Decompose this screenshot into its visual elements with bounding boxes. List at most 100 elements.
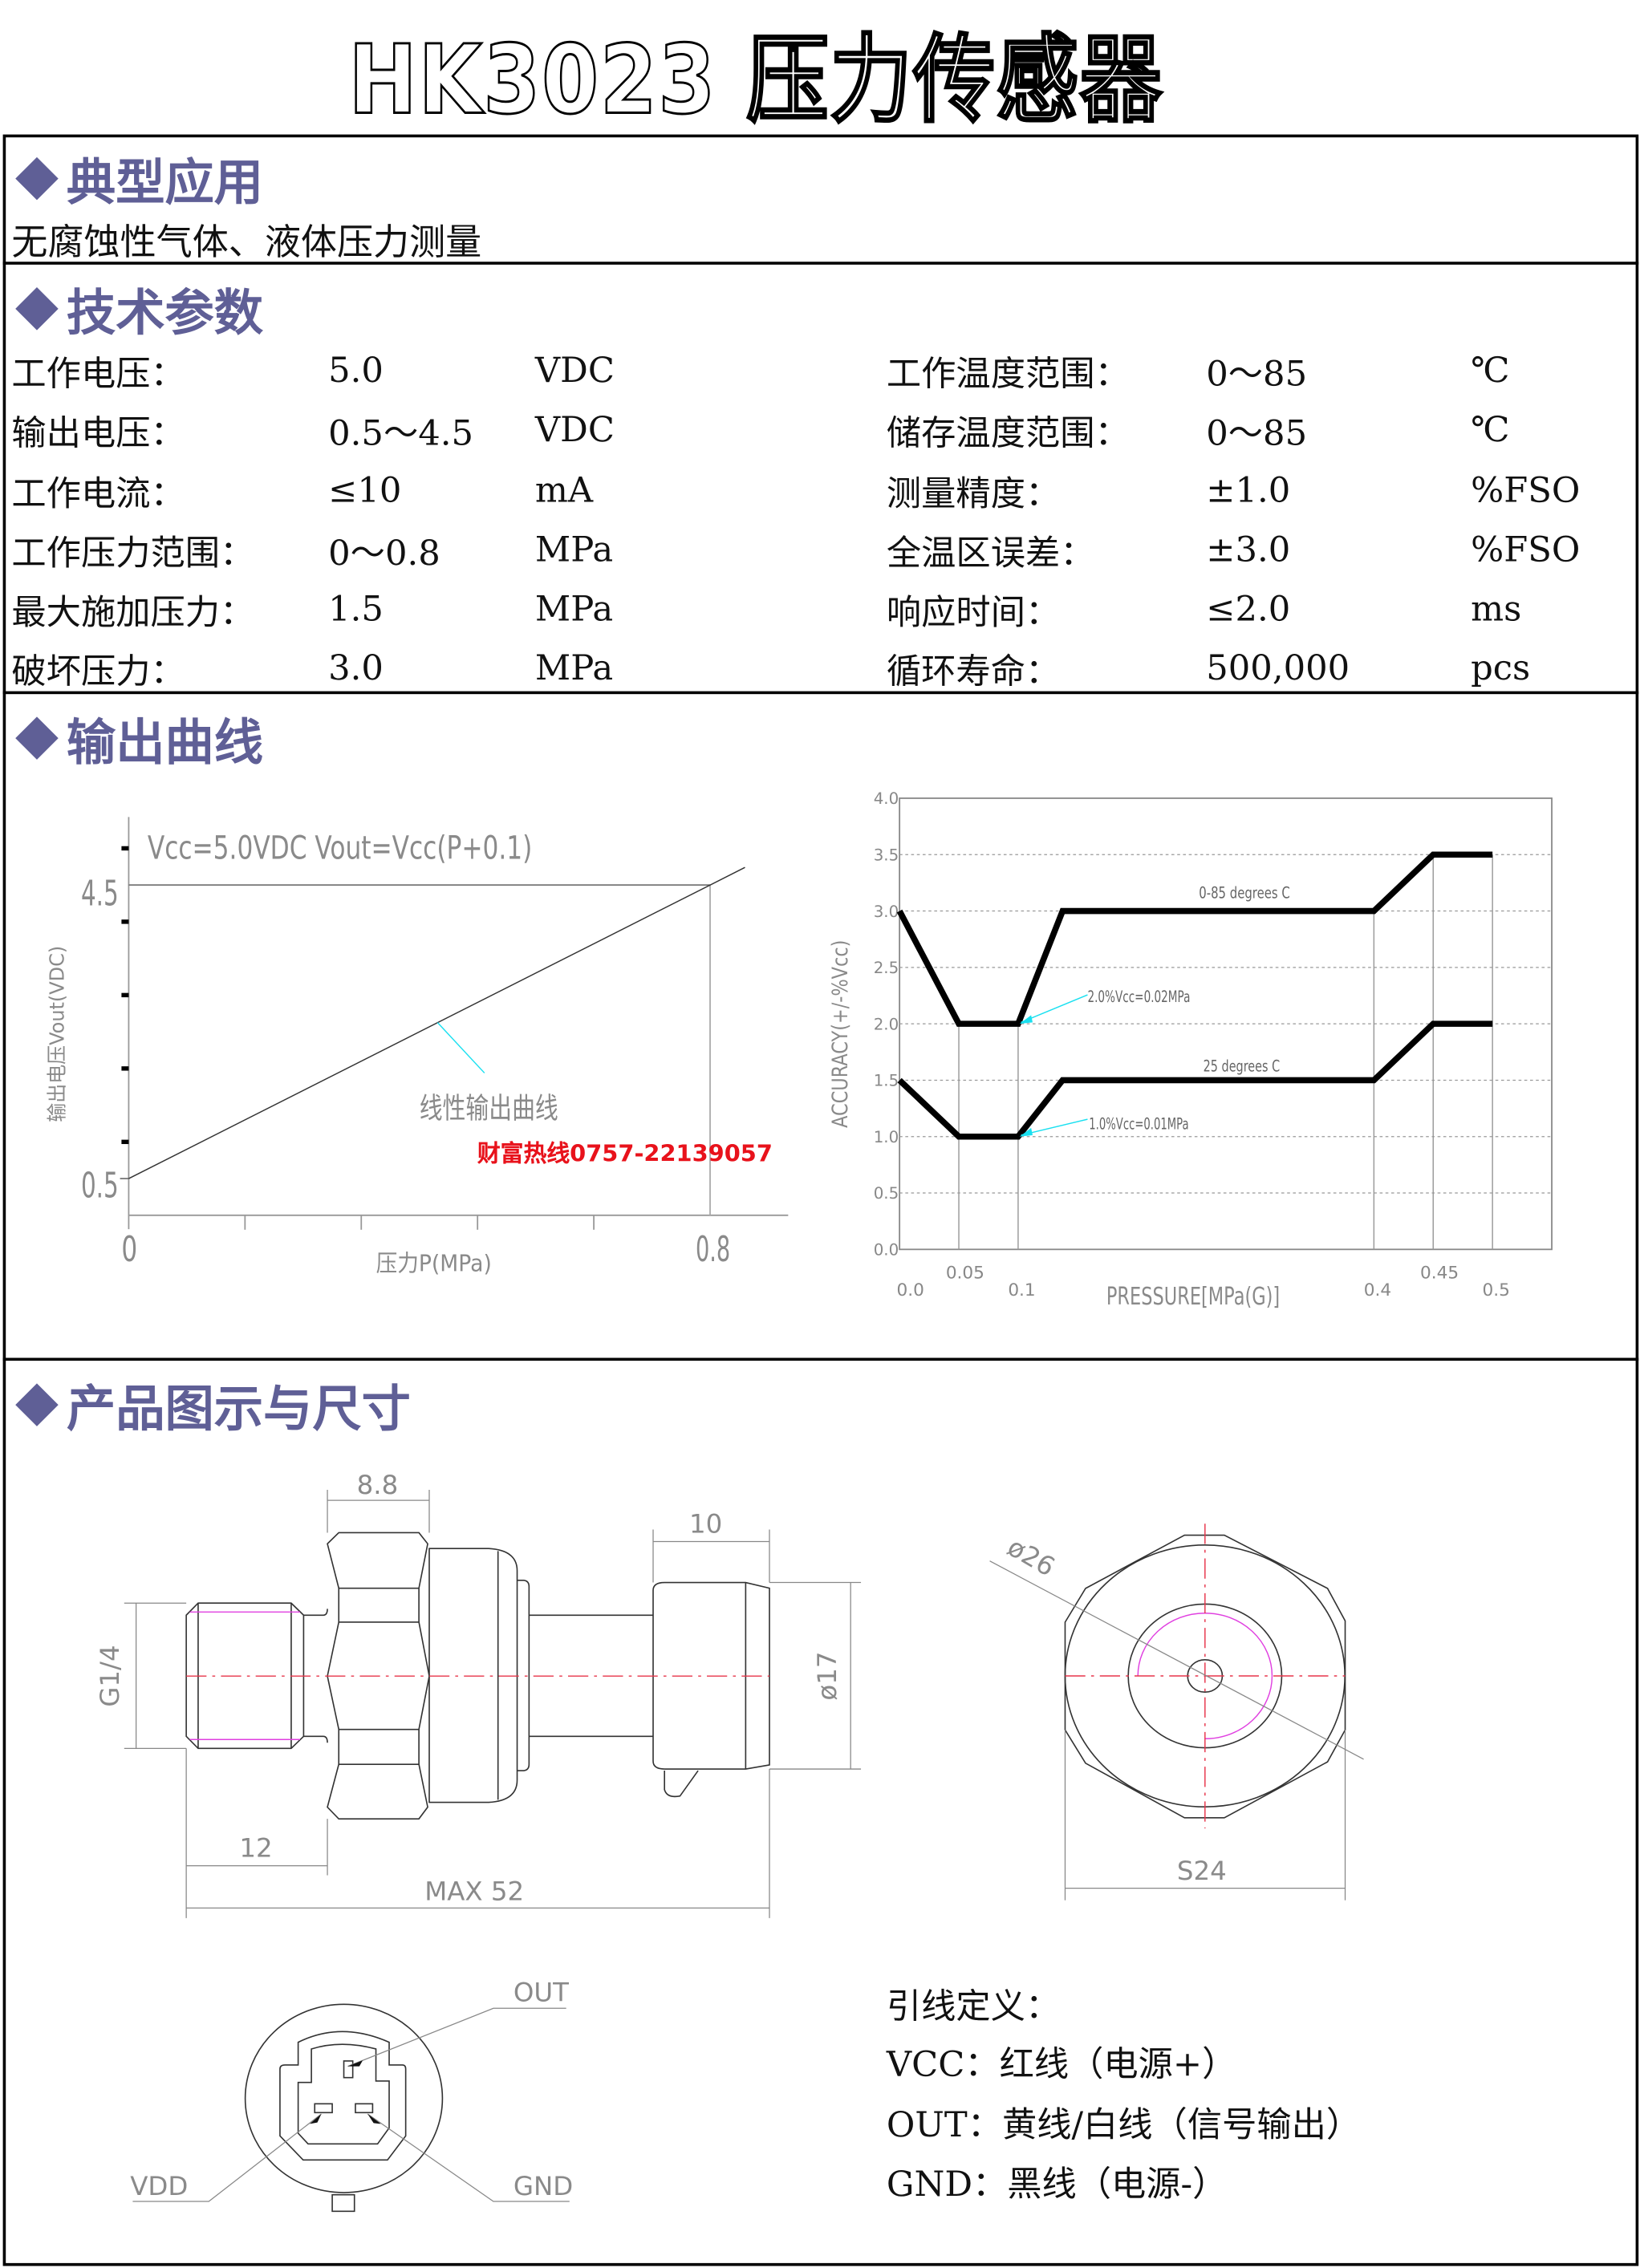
spec-label: 工作温度范围： <box>886 353 1130 395</box>
pin-label-vdd: VDD <box>130 2171 188 2201</box>
pin-vdd <box>315 2104 332 2112</box>
spec-label: 最大施加压力： <box>11 592 255 633</box>
side-view-drawing <box>124 1490 861 1918</box>
y-tick-label: 0.0 <box>874 1241 899 1260</box>
section-title: 典型应用 <box>66 154 264 213</box>
spec-unit: MPa <box>534 529 614 570</box>
x-tick-label: 0.45 <box>1420 1263 1459 1283</box>
content-frame <box>2 134 1639 2266</box>
x-tick-label: 0.0 <box>897 1280 924 1300</box>
dim-total-length: MAX 52 <box>424 1876 524 1906</box>
y-tick-label: 3.0 <box>874 903 899 921</box>
spec-label: 输出电压： <box>11 412 185 454</box>
section-heading-application: 典型应用 <box>14 143 263 213</box>
spec-value: ≤10 <box>328 469 402 511</box>
y-tick-label: 2.5 <box>874 959 899 977</box>
dim-outer-dia: ø26 <box>1002 1532 1060 1582</box>
left-chart-title: Vcc=5.0VDC Vout=Vcc(P+0.1) <box>148 830 532 867</box>
section-title: 产品图示与尺寸 <box>66 1381 411 1439</box>
hex-outline <box>1065 1536 1345 1818</box>
divider <box>2 691 1639 695</box>
spec-unit: ℃ <box>1471 409 1510 450</box>
spec-value: ±3.0 <box>1206 529 1291 570</box>
spec-value: 1.5 <box>328 588 384 630</box>
spec-value: 0～85 <box>1206 412 1308 454</box>
annotation-label: 1.0%Vcc=0.01MPa <box>1089 1115 1188 1134</box>
annotation-label: 2.0%Vcc=0.02MPa <box>1087 988 1190 1006</box>
y-tick-label: 1.5 <box>874 1072 899 1090</box>
spec-value: 0～85 <box>1206 353 1308 395</box>
y-tick-label: 4.5 <box>81 874 119 914</box>
pin-out <box>344 2061 353 2078</box>
spec-label: 工作电压： <box>11 353 185 395</box>
x-tick-label: 0 <box>121 1230 137 1270</box>
spec-label: 响应时间： <box>886 592 1061 633</box>
series-label: 0-85 degrees C <box>1199 883 1290 902</box>
annotation-leader <box>436 1022 485 1073</box>
dim-hex-size: S24 <box>1177 1856 1227 1886</box>
x-tick-label: 0.5 <box>1483 1280 1510 1300</box>
spec-value: 3.0 <box>328 647 384 688</box>
wiring-line: OUT：黄线/白线（信号输出） <box>886 2104 1362 2145</box>
spec-unit: %FSO <box>1471 529 1581 570</box>
dim-hex-width: 8.8 <box>357 1470 399 1500</box>
spec-label: 工作电流： <box>11 473 185 514</box>
wiring-line: GND：黑线（电源-） <box>886 2164 1228 2205</box>
section-title: 技术参数 <box>66 285 264 343</box>
spec-label: 循环寿命： <box>886 651 1061 692</box>
spec-unit: ms <box>1471 588 1522 630</box>
spec-unit: pcs <box>1471 647 1531 688</box>
left-chart-ylabel: 输出电压Vout(VDC) <box>45 946 68 1122</box>
x-tick-label: 0.05 <box>946 1263 984 1283</box>
series-line-0-85c <box>896 851 1493 1027</box>
connector-face-drawing <box>132 2004 569 2211</box>
spec-unit: MPa <box>534 588 614 630</box>
x-tick-label: 0.1 <box>1008 1280 1035 1300</box>
connector-outline <box>653 1583 769 1770</box>
pin-label-gnd: GND <box>514 2171 573 2201</box>
y-tick-label: 2.0 <box>874 1015 899 1033</box>
spec-value: 0.5～4.5 <box>328 412 474 454</box>
left-chart-annotation: 线性输出曲线 <box>420 1092 558 1125</box>
spec-unit: MPa <box>534 647 614 688</box>
annotation-arrow-icon <box>1019 1127 1033 1137</box>
spec-value: ±1.0 <box>1206 469 1291 511</box>
body-outline <box>429 1548 518 1802</box>
section-heading-specs: 技术参数 <box>14 274 263 344</box>
y-tick-label: 3.5 <box>874 846 899 864</box>
section-heading-output-curve: 输出曲线 <box>14 703 263 773</box>
section-heading-product: 产品图示与尺寸 <box>14 1369 411 1440</box>
y-tick-label: 4.0 <box>874 789 899 808</box>
hotline-text: 财富热线0757-22139057 <box>477 1139 773 1167</box>
spec-unit: VDC <box>534 350 615 391</box>
spec-unit: mA <box>534 469 594 511</box>
spec-label: 破坏压力： <box>11 651 185 692</box>
spec-label: 储存温度范围： <box>886 412 1130 454</box>
left-chart-xlabel: 压力P(MPa) <box>376 1249 492 1276</box>
spec-value: 5.0 <box>328 350 384 391</box>
dim-thread-length: 12 <box>239 1832 272 1863</box>
latch-outline <box>664 1771 698 1796</box>
annotation-leader <box>1021 994 1088 1024</box>
y-tick-label: 0.5 <box>81 1166 119 1206</box>
page-title: HK3023 压力传感器 <box>347 23 1163 137</box>
wiring-title: 引线定义： <box>886 1986 1061 2027</box>
right-chart-xlabel: PRESSURE[MPa(G)] <box>1106 1283 1280 1311</box>
dim-connector-dia: ø17 <box>812 1652 842 1701</box>
spec-unit: ℃ <box>1471 350 1510 391</box>
x-tick-label: 0.8 <box>696 1230 730 1270</box>
dim-connector-length: 10 <box>689 1509 722 1540</box>
wiring-line: VCC：红线（电源+） <box>886 2043 1237 2085</box>
divider <box>2 1357 1639 1361</box>
series-label: 25 degrees C <box>1204 1057 1281 1076</box>
left-chart <box>120 817 789 1230</box>
pin-gnd <box>355 2104 372 2112</box>
application-text: 无腐蚀性气体、液体压力测量 <box>11 221 482 264</box>
dim-thread: G1/4 <box>95 1645 125 1706</box>
spec-value: 500,000 <box>1206 647 1350 688</box>
divider <box>2 262 1639 265</box>
right-chart-ylabel: ACCURACY(+/-%Vcc) <box>828 940 853 1128</box>
